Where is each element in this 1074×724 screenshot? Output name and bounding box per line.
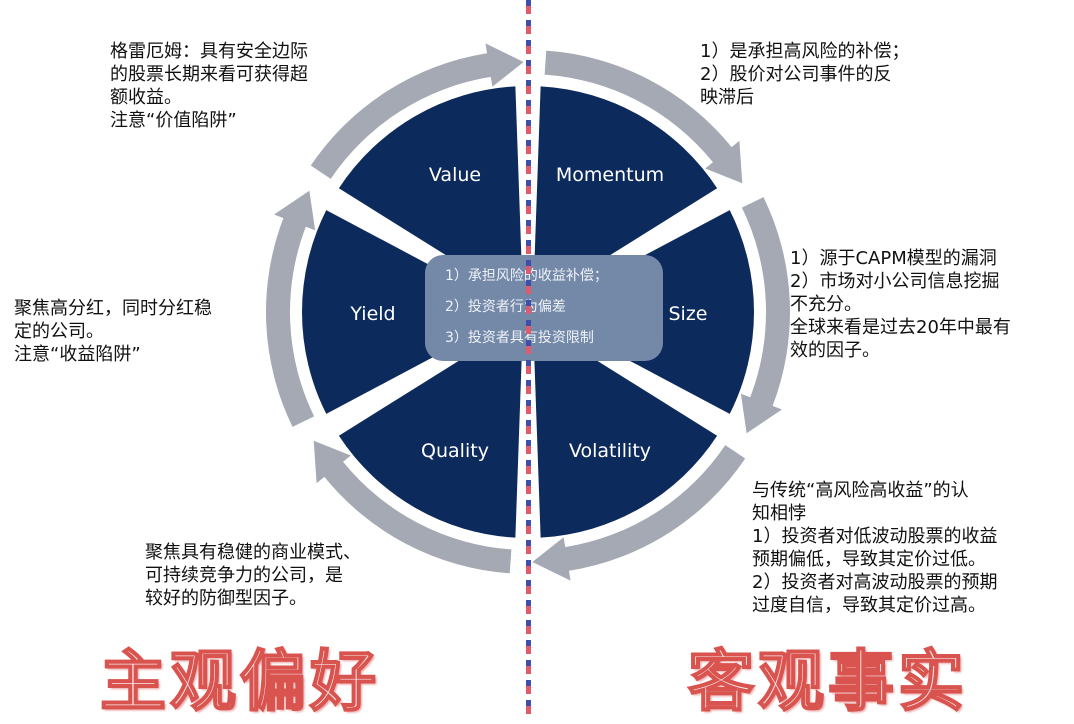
- note-yield: 聚焦高分红，同时分红稳 定的公司。 注意“收益陷阱”: [14, 298, 212, 365]
- ring-arrow-momentum: [544, 50, 743, 184]
- sector-momentum: [533, 86, 718, 304]
- sector-yield: [302, 210, 518, 414]
- ring-arrow-volatility: [532, 445, 746, 581]
- segment-label-momentum: Momentum: [556, 164, 664, 186]
- segment-label-quality: Quality: [421, 440, 489, 462]
- sector-quality: [338, 320, 523, 538]
- center-reason-1: 1）承担风险的收益补偿；: [445, 261, 663, 292]
- segment-label-volatility: Volatility: [569, 440, 651, 462]
- title-subjective: 主观偏好: [99, 642, 380, 721]
- segment-label-size: Size: [668, 303, 707, 325]
- note-size: 1）源于CAPM模型的漏洞 2）市场对小公司信息挖掘 不充分。 全球来看是过去2…: [790, 248, 1011, 361]
- note-momentum: 1）是承担高风险的补偿； 2）股价对公司事件的反 映滞后: [700, 41, 910, 108]
- title-objective: 客观事实: [687, 642, 968, 721]
- dashed-divider: [526, 0, 531, 720]
- center-reasons-box: 1）承担风险的收益补偿； 2）投资者行为偏差 3）投资者具有投资限制: [425, 255, 663, 361]
- sector-value: [338, 86, 523, 304]
- center-reason-3: 3）投资者具有投资限制: [445, 330, 594, 346]
- note-volatility: 与传统“高风险高收益”的认 知相悖 1）投资者对低波动股票的收益 预期偏低，导致…: [752, 480, 998, 616]
- segment-label-yield: Yield: [349, 303, 395, 325]
- sector-volatility: [533, 320, 718, 538]
- ring-arrow-yield: [265, 190, 316, 427]
- note-value: 格雷厄姆：具有安全边际 的股票长期来看可获得超 额收益。 注意“价值陷阱”: [110, 41, 308, 131]
- center-reason-2: 2）投资者行为偏差: [445, 299, 566, 315]
- note-quality: 聚焦具有稳健的商业模式、 可持续竞争力的公司，是 较好的防御型因子。: [145, 542, 361, 609]
- ring-arrow-quality: [313, 440, 512, 574]
- ring-arrow-size: [740, 197, 791, 434]
- ring-arrow-value: [310, 43, 524, 179]
- segment-label-value: Value: [429, 164, 481, 186]
